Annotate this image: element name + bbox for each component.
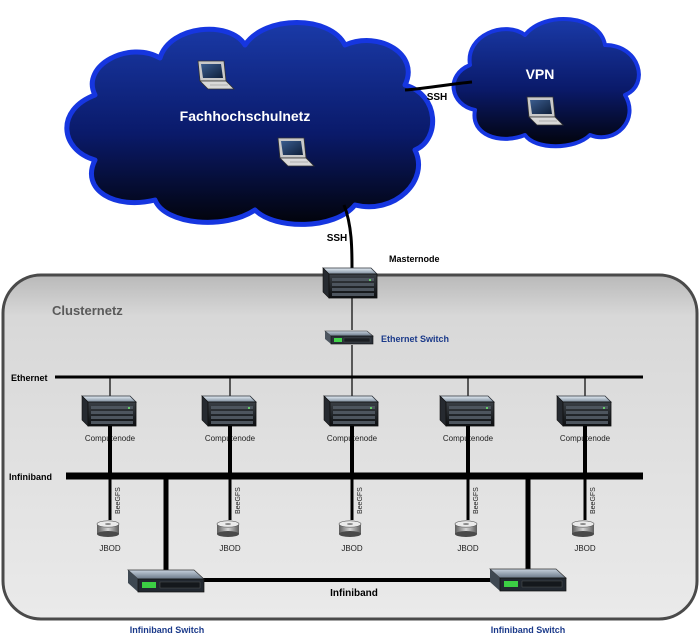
beegfs-label: BeeGFS [590, 487, 597, 514]
ethernet-bus-label: Ethernet [11, 373, 48, 383]
jbod-label: JBOD [341, 544, 363, 553]
cluster-title: Clusternetz [52, 303, 123, 318]
ssh-vpn-label: SSH [427, 92, 448, 103]
vpn-label: VPN [526, 66, 555, 82]
infiniband-switch-icon [127, 569, 205, 593]
infiniband-bus-label: Infiniband [9, 472, 52, 482]
campus-network-cloud [64, 20, 436, 227]
computenode-server-icon [323, 395, 379, 427]
jbod-disk-icon [454, 520, 478, 538]
beegfs-label: BeeGFS [115, 487, 122, 514]
jbod-label: JBOD [457, 544, 479, 553]
ethernet-switch-icon [324, 330, 374, 345]
beegfs-label: BeeGFS [473, 487, 480, 514]
jbod-label: JBOD [99, 544, 121, 553]
infiniband-interlink-label: Infiniband [330, 588, 378, 599]
jbod-disk-icon [571, 520, 595, 538]
infiniband-switch-label-left: Infiniband Switch [130, 625, 205, 635]
jbod-disk-icon [96, 520, 120, 538]
jbod-label: JBOD [219, 544, 241, 553]
campus-network-label: Fachhochschulnetz [180, 108, 311, 124]
jbod-disk-icon [338, 520, 362, 538]
computenode-server-icon [556, 395, 612, 427]
vpn-cloud [451, 17, 641, 149]
infiniband-switch-icon [489, 568, 567, 592]
beegfs-label: BeeGFS [235, 487, 242, 514]
ssh-link-vpn [404, 80, 473, 92]
masternode-label: Masternode [389, 254, 440, 264]
masternode-server-icon [322, 267, 378, 299]
computenode-server-icon [81, 395, 137, 427]
beegfs-label: BeeGFS [357, 487, 364, 514]
computenode-server-icon [439, 395, 495, 427]
ssh-master-label: SSH [327, 233, 348, 244]
computenode-server-icon [201, 395, 257, 427]
ssh-link-master [342, 204, 354, 269]
jbod-disk-icon [216, 520, 240, 538]
ethernet-switch-label: Ethernet Switch [381, 334, 449, 344]
infiniband-switch-label-right: Infiniband Switch [491, 625, 566, 635]
jbod-label: JBOD [574, 544, 596, 553]
